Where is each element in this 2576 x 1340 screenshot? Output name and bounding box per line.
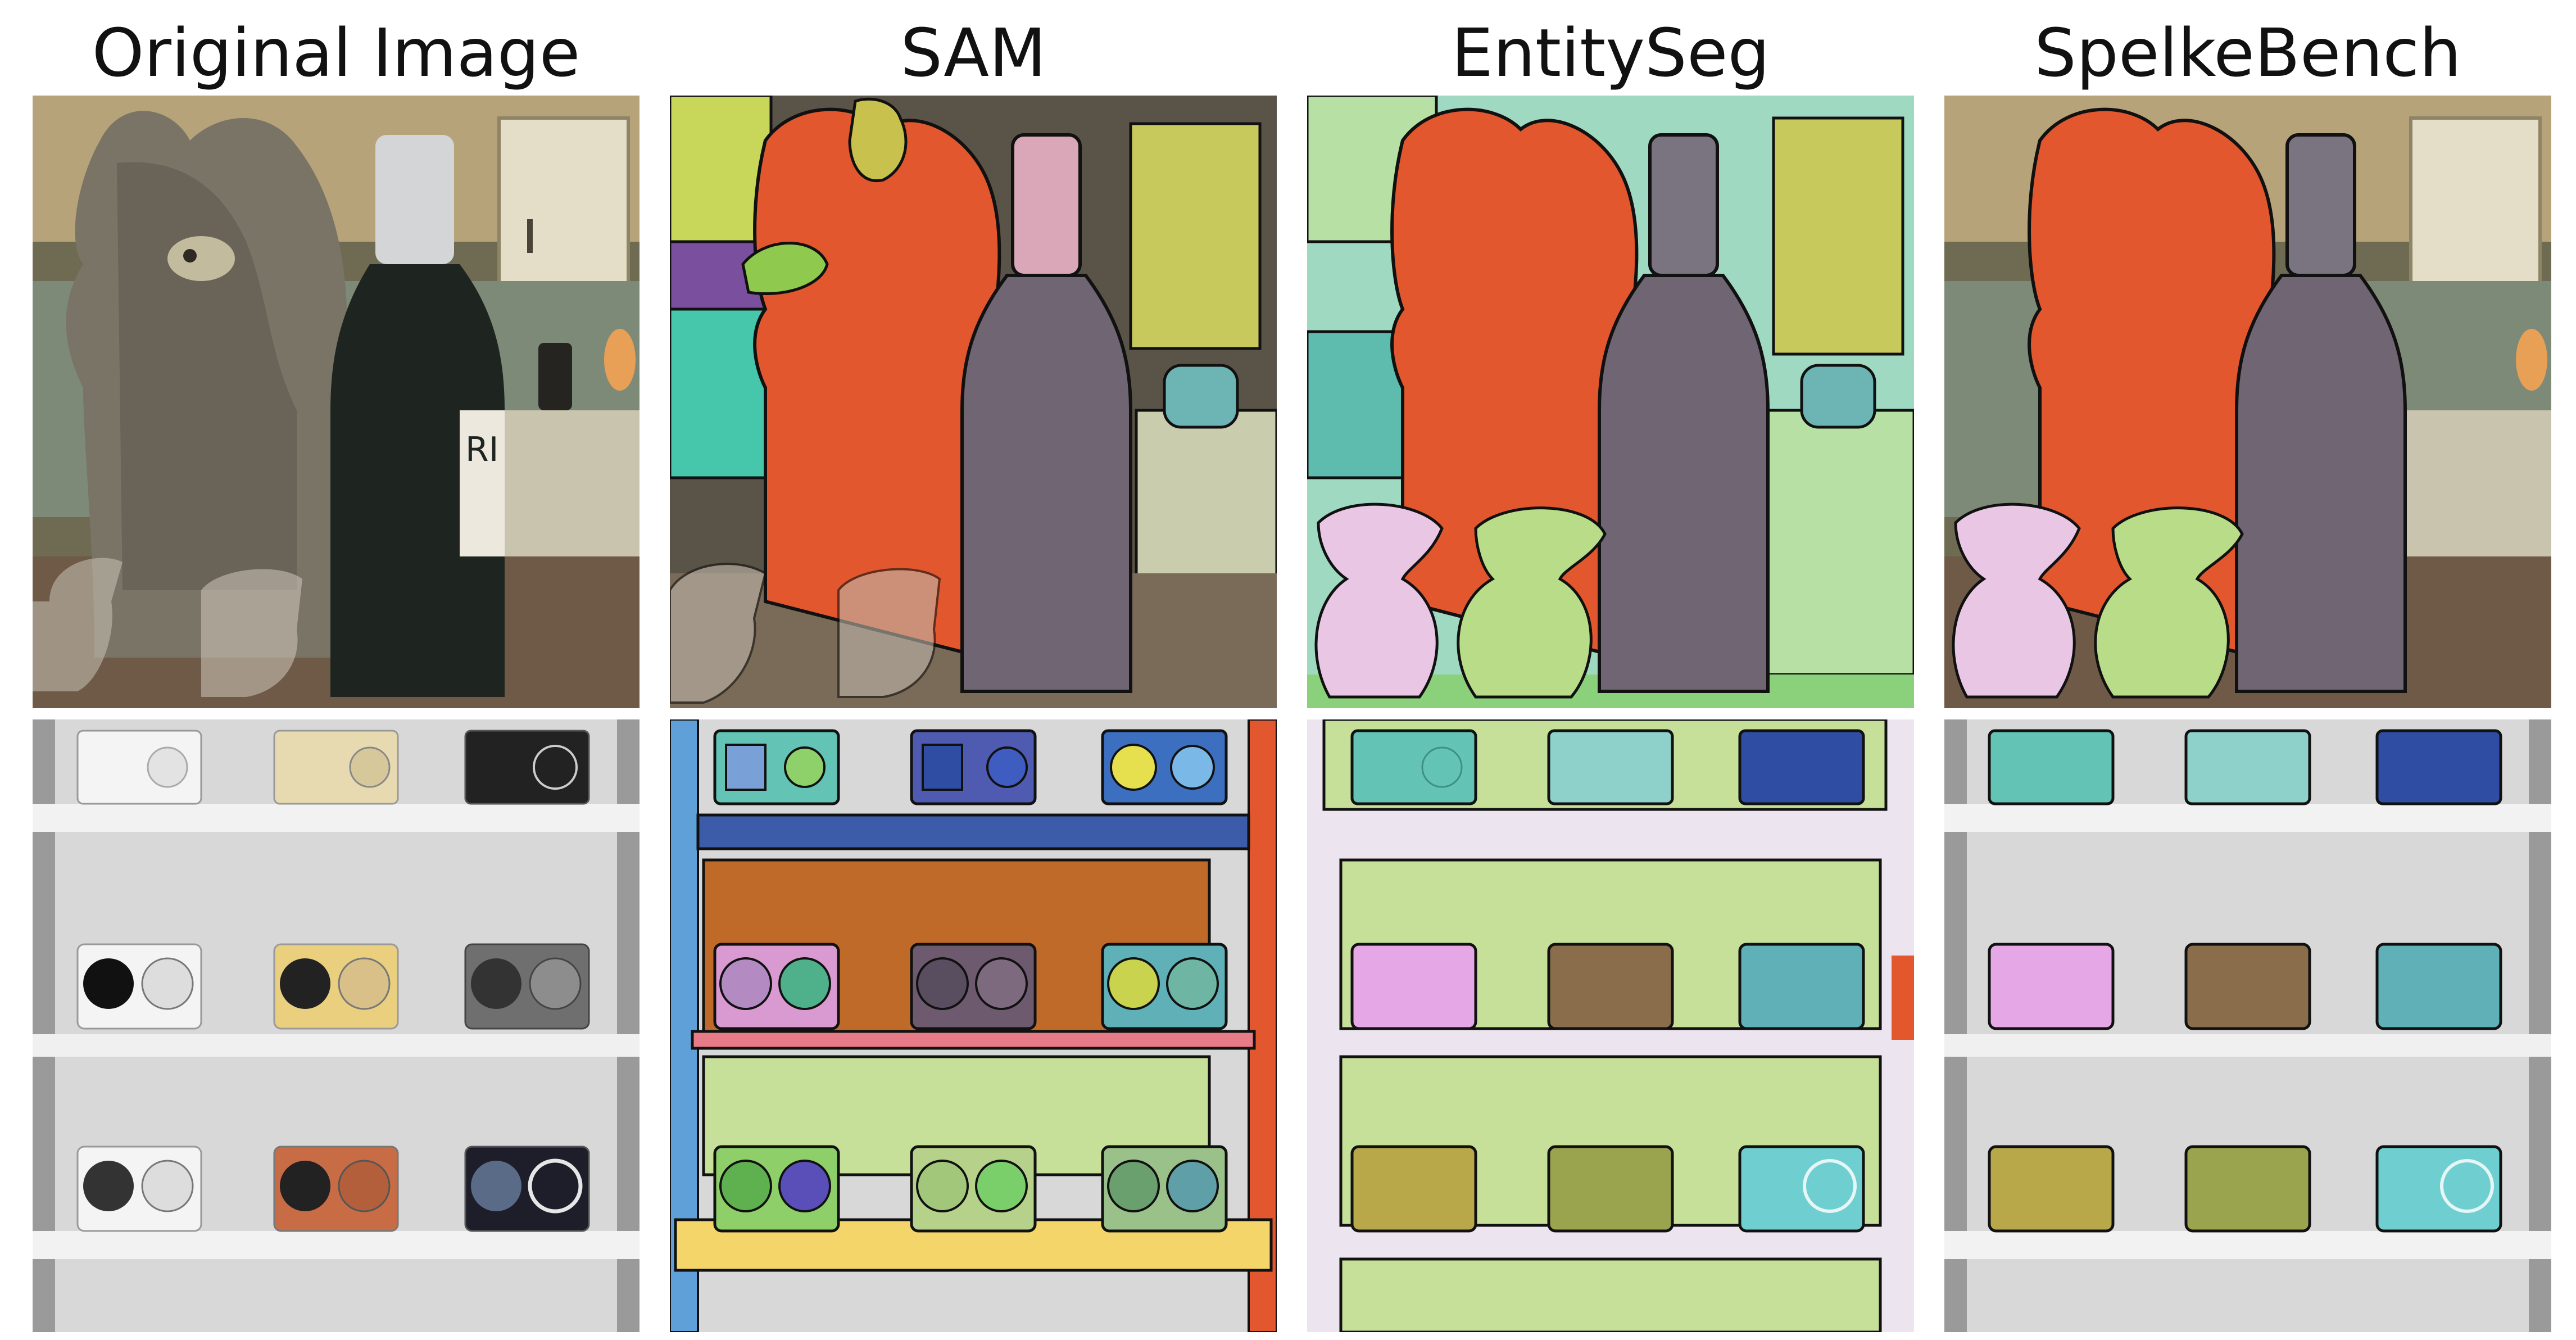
- sam-shelves-segmentation: [670, 719, 1277, 1332]
- panel-original-kitchen: RI: [33, 96, 640, 708]
- sam-kitchen-segmentation: [670, 96, 1277, 708]
- spelkebench-shelves-segmentation: [1944, 719, 2551, 1332]
- column-title-original-image: Original Image: [92, 14, 580, 92]
- entityseg-kitchen-segmentation: [1307, 96, 1914, 708]
- entityseg-shelves-segmentation: [1307, 719, 1914, 1332]
- column-title-entityseg: EntitySeg: [1451, 14, 1770, 92]
- panel-sam-kitchen: [670, 96, 1277, 708]
- panel-entityseg-kitchen: [1307, 96, 1914, 708]
- bottle-label-text: RI: [465, 430, 498, 469]
- column-title-spelkebench: SpelkeBench: [2034, 14, 2461, 92]
- shelves-photo: [33, 719, 640, 1332]
- panel-entityseg-shelves: [1307, 719, 1914, 1332]
- panel-spelkebench-kitchen: [1944, 96, 2551, 708]
- kitchen-photo: RI: [33, 96, 640, 708]
- panel-sam-shelves: [670, 719, 1277, 1332]
- spelkebench-kitchen-segmentation: [1944, 96, 2551, 708]
- column-title-sam: SAM: [900, 14, 1046, 92]
- panel-spelkebench-shelves: [1944, 719, 2551, 1332]
- panel-original-shelves: [33, 719, 640, 1332]
